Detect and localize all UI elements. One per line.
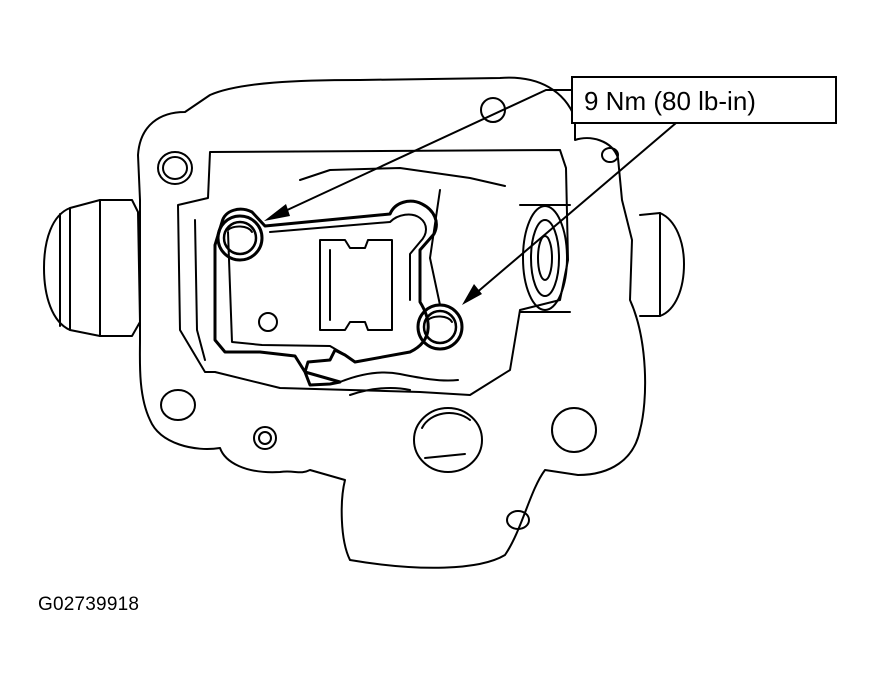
leader-arrowheads <box>264 204 482 305</box>
bolt-upper-left <box>216 214 264 262</box>
left-fitting <box>43 199 141 337</box>
inner-recess <box>177 149 569 396</box>
housing-outline <box>137 76 647 569</box>
plate-window <box>319 239 393 331</box>
right-cylinder <box>519 204 571 313</box>
cover-plate <box>213 199 438 387</box>
right-boss <box>639 212 685 317</box>
torque-label: 9 Nm (80 lb-in) <box>584 86 756 116</box>
leader-lines <box>269 89 677 301</box>
callout-box <box>571 76 837 124</box>
lower-bore <box>413 407 483 473</box>
bolt-lower-right <box>416 303 464 351</box>
figure-id: G02739918 <box>38 594 140 615</box>
